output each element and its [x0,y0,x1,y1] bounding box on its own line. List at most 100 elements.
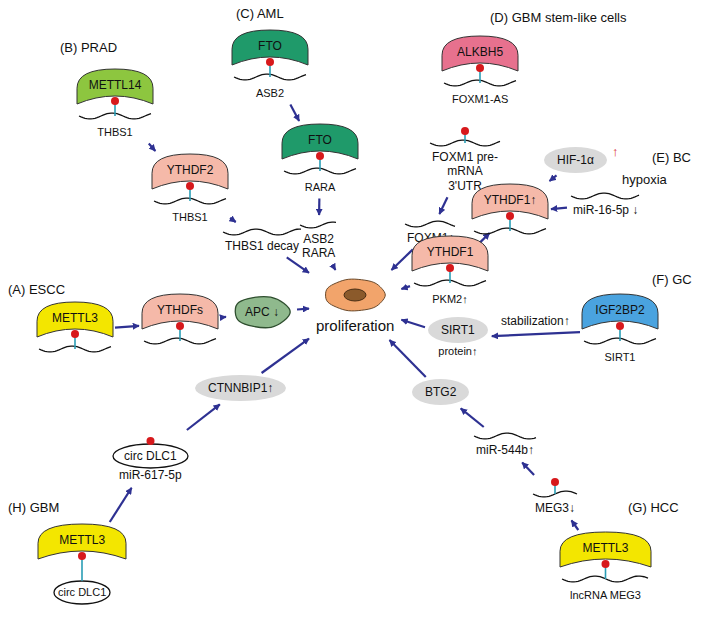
protein-dome [560,532,651,567]
writer-dome: METTL3 lncRNA MEG3 [560,532,651,605]
circrna: circ DLC1miR-617-5p [110,432,191,485]
node-label: CTNNBIP1↑ [194,375,287,401]
annotation: hypoxia [622,172,667,187]
m6a-mark [316,152,324,160]
panel-label: (E) BC [652,150,691,165]
node-shape [472,184,548,241]
rna-strand [223,229,301,235]
m6a-mark [266,58,274,66]
cell-proliferation: proliferation [312,273,398,337]
circ-rna [113,444,188,468]
node-sublabel: miR-617-5p [114,468,187,482]
node-label: ALKBH5 [452,45,508,59]
node-label: circ DLC1 [114,444,187,468]
node-shape [142,294,218,351]
mirna: miR-544b↑ [472,429,538,459]
panel-label: (D) GBM stem-like cells [490,10,627,25]
eraser-dome: FTORARA [282,124,358,197]
panel-label: (H) GBM [8,500,59,515]
node-label: YTHDF1↑ [482,193,538,207]
m6a-mark [71,330,79,338]
node-sublabel: FOXM1-AS [452,93,508,106]
reader-dome: IGF2BP2SIRT1 [582,294,658,367]
arrow-connector [318,199,320,215]
node-label: HIF-1α [543,147,608,173]
rna-strand [474,433,536,439]
reader-dome: YTHDF1PKM2↑ [412,236,488,309]
arrow-connector [401,320,425,328]
eraser-dome: ALKBH5FOXM1-AS [442,36,518,109]
node-shape [37,302,113,359]
arrow-connector [290,105,299,121]
arrow-connector [391,249,412,270]
shape-ellipse [544,147,607,173]
node-sublabel: ASB2 [242,87,298,100]
node-label: proliferation [316,317,394,335]
mrna-transcript: ASB2RARA [298,218,339,263]
protein-dome [38,524,126,559]
node-sublabel: SIRT1 [592,351,648,364]
node-label: METTL3 [47,311,103,325]
reader-dome: YTHDF2THBS1 [152,154,228,227]
m6a-mark [147,437,155,445]
node-label: SIRT1 [427,317,489,343]
protein-blob: APC ↓ [229,293,295,331]
writer-dome: METTL14THBS1 [77,69,153,142]
m6a-mark [461,127,469,135]
node-label: FTO [292,133,348,147]
m6a-mark [186,182,194,190]
annotation: ↑ [612,144,619,159]
writer-dome: METTL3circ DLC1 [38,524,126,607]
node-label: MEG3↓ [535,501,575,515]
panel-label: (G) HCC [628,500,679,515]
protein-dome [442,36,518,71]
mirna: miR-16-5p ↓ [569,189,642,219]
node-label: APC ↓ [229,293,295,331]
node-sublabel: THBS1 [162,211,218,224]
factor-ellipse: HIF-1α [543,147,608,173]
node-sublabel: lncRNA MEG3 [570,589,641,602]
protein-ellipse: BTG2 [411,379,470,405]
node-label: miR-544b↑ [476,443,534,457]
arrow-connector [551,208,567,209]
arrow-connector [110,488,132,522]
node-label: FTO [242,39,298,53]
node-label: YTHDFs [152,303,208,317]
node-sublabel: PKM2↑ [422,293,478,306]
node-label: miR-16-5p ↓ [573,203,638,217]
arrow-connector [401,286,410,289]
panel-label: (B) PRAD [60,40,117,55]
arrow-connector [492,332,580,336]
protein-dome [232,30,308,65]
shape-ellipse [428,317,488,343]
protein-dome [152,154,228,189]
node-label: IGF2BP2 [592,303,648,317]
protein-dome [142,294,218,329]
arrow-connector [115,326,139,328]
rna-strand [300,222,336,228]
protein-dome [582,294,658,329]
node-label: ASB2 [302,232,335,246]
m6a-mark [446,264,454,272]
arrow-connector [439,197,447,214]
node-label: METTL3 [570,541,641,555]
cell-body [326,279,386,311]
arrow-connector [461,408,484,427]
arrow-connector [220,316,226,319]
mrna-decay: THBS1 decay [221,225,303,255]
m6a-mark [551,478,559,486]
protein-dome [37,302,113,337]
m6a-mark [111,97,119,105]
node-label: BTG2 [411,379,470,405]
node-sublabel: protein↑ [427,345,489,358]
m6a-mark [78,552,86,560]
node-sublabel: RARA [302,246,335,260]
m6a-mark [476,64,484,72]
rna-strand [405,221,455,227]
node-sublabel: circ DLC1 [48,581,116,604]
panel-label: (A) ESCC [8,282,65,297]
protein-dome [282,124,358,159]
writer-dome: METTL3 [37,302,113,359]
arrow-connector [187,404,220,430]
panel-label: (C) AML [236,6,284,21]
